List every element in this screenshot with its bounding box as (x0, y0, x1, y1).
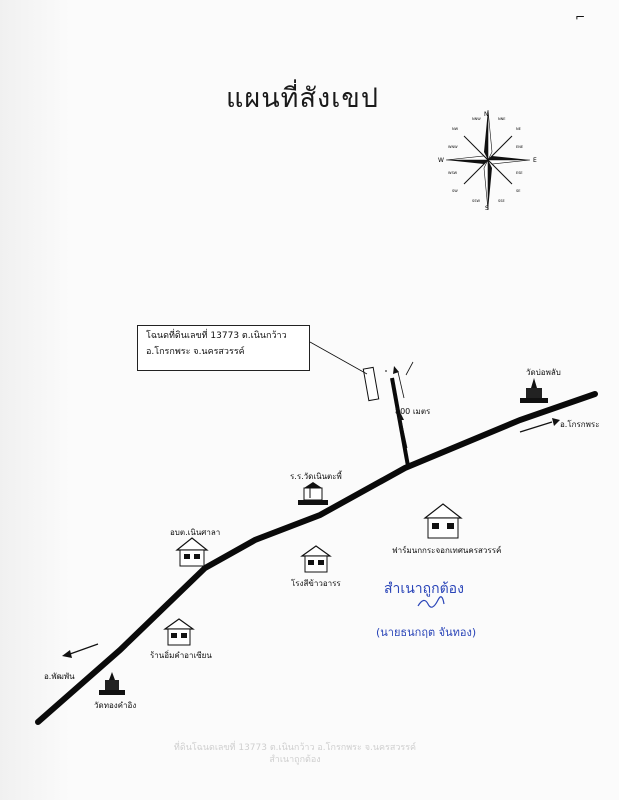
farm-label: ฟาร์มนกกระจอกเทศนครสวรรค์ (392, 546, 502, 555)
deed-line-1: โฉนดที่ดินเลขที่ 13773 ต.เนินกว้าว (146, 331, 287, 341)
rice-mill-label: โรงสีข้าวอารร (291, 579, 341, 588)
house-icon (300, 545, 332, 573)
sao-label: อบต.เนินศาลา (170, 528, 221, 537)
distance-label: 800 เมตร (395, 407, 431, 416)
svg-text:WSW: WSW (448, 171, 458, 175)
compass-e: E (533, 157, 537, 164)
deed-info-box: โฉนดที่ดินเลขที่ 13773 ต.เนินกว้าว อ.โกร… (137, 325, 310, 371)
signer-name: (นายธนกฤต จันทอง) (376, 626, 477, 639)
map-title: แผนที่สังเขป (226, 83, 379, 114)
svg-text:NNW: NNW (472, 117, 481, 121)
compass-s: S (485, 205, 489, 212)
east-destination-label: อ.โกรกพระ (560, 420, 600, 429)
temple-west-label: วัดทองคำอิง (94, 701, 137, 710)
compass-rose-icon: N S W E NW NE SW SE NNW NNE WNW ENE WSW … (438, 109, 537, 212)
shop-label: ร้านอิ่มคำอาเซียน (150, 651, 212, 660)
temple-east-label: วัดบ่อพลับ (526, 368, 561, 377)
house-icon (175, 537, 209, 567)
deed-pointer (309, 341, 368, 375)
distance-arrow-down (400, 419, 408, 449)
west-arrow (69, 643, 99, 655)
signature-mark (417, 596, 445, 608)
svg-text:WNW: WNW (448, 145, 458, 149)
school-label: ร.ร.วัดเนินตะพี้ (290, 472, 342, 481)
compass-n: N (484, 111, 489, 118)
main-road (35, 391, 598, 725)
school-icon (298, 482, 328, 505)
compass-w: W (438, 157, 444, 164)
svg-text:SSE: SSE (498, 199, 505, 203)
temple-icon (520, 378, 548, 403)
distance-arrow-up (397, 371, 405, 399)
east-arrow (519, 421, 553, 433)
scan-shadow (0, 0, 70, 800)
svg-text:ESE: ESE (516, 171, 523, 175)
svg-text:SSW: SSW (472, 199, 480, 203)
deed-line-2: อ.โกรกพระ จ.นครสวรรค์ (146, 347, 245, 357)
temple-icon (99, 672, 125, 695)
certified-copy-text: สำเนาถูกต้อง (384, 581, 464, 597)
house-icon (423, 503, 463, 539)
svg-text:NE: NE (516, 127, 521, 131)
side-road (390, 377, 410, 467)
svg-text:NW: NW (452, 127, 459, 131)
house-icon (163, 618, 195, 646)
svg-text:SE: SE (516, 189, 520, 193)
land-plot (362, 366, 380, 402)
bleed-through-text: ที่ดินโฉนดเลขที่ 13773 ต.เนินกว้าว อ.โกร… (173, 743, 417, 765)
svg-text:NNE: NNE (498, 117, 505, 121)
corner-mark: ⌐ (575, 10, 586, 24)
west-destination-label: อ.พัฒพัน (44, 672, 75, 681)
svg-text:SW: SW (452, 189, 458, 193)
svg-text:ENE: ENE (516, 145, 523, 149)
